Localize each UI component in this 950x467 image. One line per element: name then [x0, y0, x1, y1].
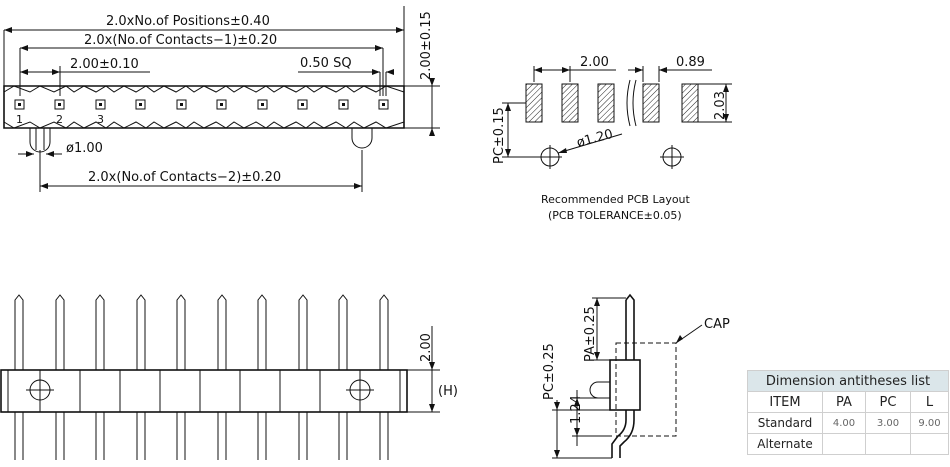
dim-contacts-minus1-label: 2.0x(No.of Contacts−1)±0.20 — [84, 33, 277, 48]
pcb-pad — [681, 83, 699, 123]
table-cell-l: 9.00 — [910, 412, 949, 434]
dim-positions-label: 2.0xNo.of Positions±0.40 — [106, 14, 270, 29]
cap-outline — [615, 342, 677, 437]
dim-height-label: 2.00±0.15 — [419, 11, 434, 80]
side-dim-pc: PC±0.25 — [542, 343, 557, 400]
pin-number-2: 2 — [56, 113, 63, 126]
table-cell-item: Standard — [747, 412, 823, 434]
pcb-dim-hole: ø1.20 — [575, 127, 615, 151]
dim-square-label: 0.50 SQ — [300, 56, 352, 71]
break-mark — [626, 79, 637, 127]
dimension-table: Dimension antitheses list ITEM PA PC L S… — [747, 370, 949, 455]
table-cell-pc: 3.00 — [865, 412, 911, 434]
table-cell-pa — [822, 433, 866, 455]
housing-front — [0, 369, 408, 413]
table-cell-pa: 4.00 — [822, 412, 866, 434]
pcb-dim-pad-height: 2.03 — [713, 91, 728, 120]
pcb-dim-pad-width: 0.89 — [676, 55, 705, 70]
dim-pitch-label: 2.00±0.10 — [70, 57, 139, 72]
table-row: Alternate — [747, 433, 949, 455]
pin-number-3: 3 — [97, 113, 104, 126]
front-label-h: (H) — [438, 384, 458, 399]
peg-left — [29, 128, 51, 153]
table-cell-l — [910, 433, 949, 455]
side-housing — [609, 359, 641, 411]
pcb-pad — [561, 83, 579, 123]
dim-peg-dia-label: ø1.00 — [66, 141, 103, 156]
pcb-dim-pitch: 2.00 — [580, 55, 609, 70]
pcb-tolerance: (PCB TOLERANCE±0.05) — [548, 209, 682, 222]
pcb-dim-pc: PC±0.15 — [492, 107, 507, 164]
housing-top-outline — [3, 85, 405, 129]
side-label-cap: CAP — [704, 317, 730, 332]
front-pins — [14, 294, 389, 460]
pin-number-1: 1 — [16, 113, 23, 126]
top-view: 2.0xNo.of Positions±0.40 2.0x(No.of Cont… — [3, 6, 440, 192]
side-dim-pa: PA±0.25 — [583, 306, 598, 362]
table-cell-item: Alternate — [747, 433, 823, 455]
side-peg — [589, 381, 611, 399]
pcb-pad — [642, 83, 660, 123]
top-pins — [14, 99, 389, 110]
pcb-pad — [525, 83, 543, 123]
table-header-pc: PC — [865, 391, 911, 413]
pcb-caption: Recommended PCB Layout — [541, 193, 691, 206]
side-view: CAP PA±0.25 PC±0.25 1.24 — [542, 293, 730, 459]
table-cell-pc — [865, 433, 911, 455]
table-row: Standard 4.00 3.00 9.00 — [747, 412, 949, 434]
table-header-l: L — [910, 391, 949, 413]
front-dim-height: 2.00 — [419, 333, 434, 362]
dim-contacts-minus2-label: 2.0x(No.of Contacts−2)±0.20 — [88, 170, 281, 185]
peg-right — [351, 128, 373, 149]
side-dim-offset: 1.24 — [569, 395, 584, 424]
pcb-layout: 2.00 0.89 2.03 PC±0.15 ø1.20 Recommended… — [492, 55, 732, 222]
table-header-item: ITEM — [747, 391, 823, 413]
front-view: 2.00 (H) — [0, 294, 458, 460]
table-title: Dimension antitheses list — [747, 370, 949, 392]
table-header-pa: PA — [822, 391, 866, 413]
pcb-pad — [597, 83, 615, 123]
